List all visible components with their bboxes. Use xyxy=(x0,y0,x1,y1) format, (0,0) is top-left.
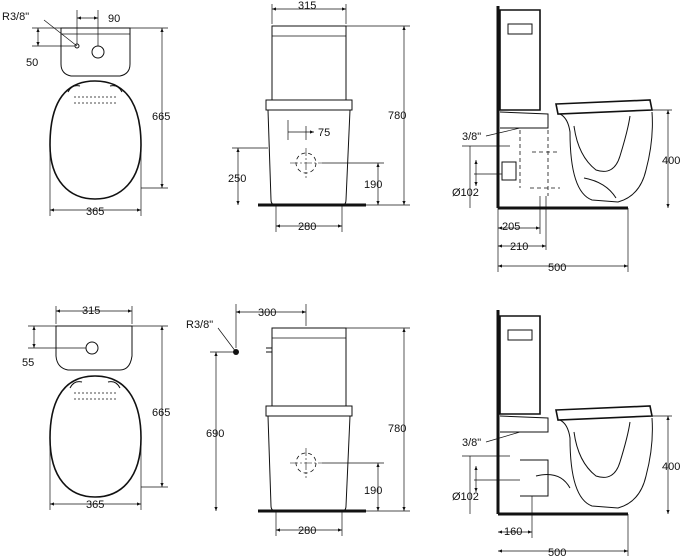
top-side-view: 3/8" Ø102 400 205 210 500 xyxy=(452,6,680,274)
bottom-side-inlet-label: 3/8" xyxy=(462,437,481,449)
top-front-view: 315 780 75 250 190 280 xyxy=(228,0,410,233)
bottom-side-outlet-diameter: Ø102 xyxy=(452,491,479,503)
bottom-front-inlet-label: R3/8" xyxy=(186,319,213,331)
bottom-side-depth: 500 xyxy=(548,547,566,559)
top-front-inlet-offset: 75 xyxy=(318,127,330,139)
top-plan-inlet-depth: 50 xyxy=(26,57,38,69)
bottom-front-inlet-offset: 300 xyxy=(258,307,276,319)
top-side-outlet-205: 205 xyxy=(502,221,520,233)
bottom-front-total-height: 780 xyxy=(388,423,406,435)
top-front-cistern-width: 315 xyxy=(298,0,316,12)
top-side-outlet-210: 210 xyxy=(510,241,528,253)
bottom-plan-view: 315 55 665 365 xyxy=(22,305,170,511)
bottom-side-view: 3/8" Ø102 400 160 500 xyxy=(452,310,680,559)
top-plan-inlet-label: R3/8" xyxy=(2,11,29,23)
top-side-pan-height: 400 xyxy=(662,155,680,167)
bottom-plan-inlet-depth: 55 xyxy=(22,357,34,369)
top-plan-view: R3/8" 90 50 665 365 xyxy=(2,10,170,218)
bottom-front-outlet-height: 190 xyxy=(364,485,382,497)
bottom-plan-width: 365 xyxy=(86,499,104,511)
top-side-outlet-diameter: Ø102 xyxy=(452,187,479,199)
bottom-plan-length: 665 xyxy=(152,407,170,419)
bottom-front-base-width: 280 xyxy=(298,525,316,537)
bottom-side-pan-height: 400 xyxy=(662,461,680,473)
top-plan-inlet-offset: 90 xyxy=(108,13,120,25)
bottom-plan-cistern-width: 315 xyxy=(82,305,100,317)
bottom-front-inlet-height: 690 xyxy=(206,428,224,440)
bottom-side-outlet-offset: 160 xyxy=(504,526,522,538)
top-plan-length: 665 xyxy=(152,111,170,123)
top-side-inlet-label: 3/8" xyxy=(462,131,481,143)
top-front-outlet-height: 190 xyxy=(364,179,382,191)
top-plan-width: 365 xyxy=(86,206,104,218)
top-front-base-width: 280 xyxy=(298,221,316,233)
bottom-front-view: R3/8" 300 690 780 190 280 xyxy=(186,304,410,537)
top-front-left-height: 250 xyxy=(228,173,246,185)
top-side-depth: 500 xyxy=(548,262,566,274)
top-front-total-height: 780 xyxy=(388,110,406,122)
